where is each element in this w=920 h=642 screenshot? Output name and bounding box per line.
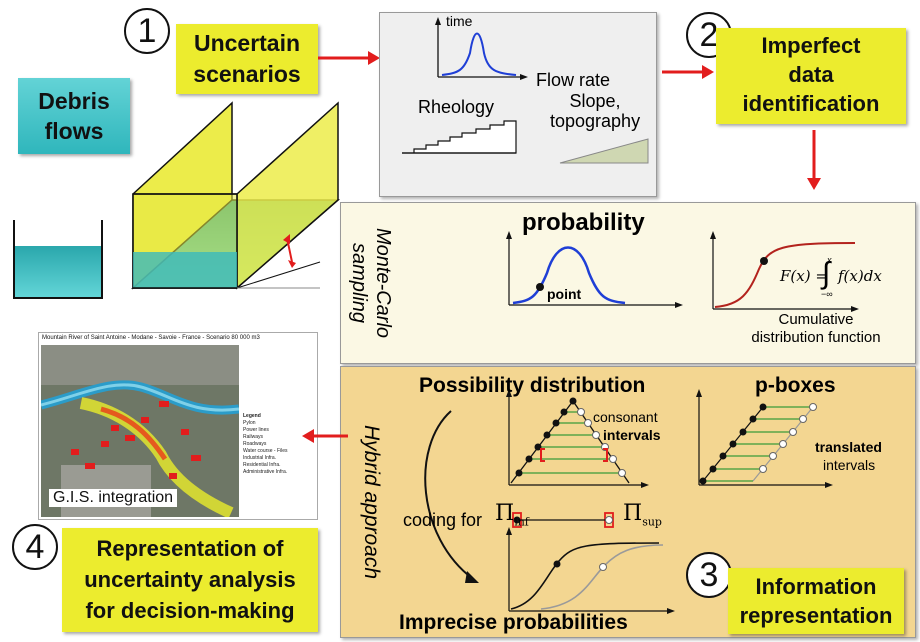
- debris-line2: flows: [44, 118, 104, 144]
- intervals-label: intervals: [603, 427, 661, 443]
- slope-line2: topography: [550, 111, 641, 131]
- imprecise-probabilities-title: Imprecise probabilities: [399, 611, 628, 634]
- pboxes-title: p-boxes: [755, 374, 836, 397]
- slope-label: Slope, topography: [550, 91, 640, 131]
- svg-text:∫: ∫: [820, 257, 832, 290]
- step-1-circle: 1: [124, 8, 170, 54]
- scenario-panel: time Flow rate Rheology Slope, topograph…: [379, 12, 657, 197]
- arrow-to-imperfect: [662, 65, 714, 79]
- representation-label: Representation of uncertainty analysis f…: [62, 528, 318, 632]
- time-label: time: [446, 13, 473, 29]
- consonant-label: consonant: [593, 409, 658, 425]
- pi-sup-sub: sup: [642, 515, 662, 529]
- slope-line1: Slope,: [569, 91, 621, 111]
- uncertain-scenarios-label: Uncertain scenarios: [176, 24, 318, 94]
- possibility-title: Possibility distribution: [419, 374, 646, 397]
- monte-carlo-panel: Monte-Carlo sampling ∫ x −∞ probability …: [340, 202, 916, 364]
- uncertain-scenarios-line1: Uncertain: [193, 30, 301, 56]
- gis-legend-item: Railways: [243, 434, 264, 440]
- gis-legend-item: Residential Infra.: [243, 462, 281, 468]
- gis-legend: Legend Pylon Power lines Railways Roadwa…: [243, 413, 315, 476]
- gis-legend-item: Power lines: [243, 427, 269, 433]
- gis-legend-item: Administrative Infra.: [243, 469, 288, 475]
- probability-title: probability: [522, 209, 645, 236]
- cdf-caption-line1: Cumulative: [778, 311, 854, 328]
- cdf-caption: Cumulative distribution function: [721, 311, 911, 347]
- imperfect-line2: data: [788, 62, 834, 87]
- information-line1: Information: [755, 574, 877, 599]
- gis-legend-item: Water course - Files: [243, 448, 288, 454]
- gis-aerial-image: [41, 345, 239, 517]
- gis-legend-item: Industrial Infra.: [243, 455, 277, 461]
- pi-sup-symbol: Π: [623, 501, 643, 526]
- flow-rate-label: Flow rate: [536, 70, 611, 90]
- uncertain-scenarios-line2: scenarios: [193, 61, 301, 87]
- cdf-caption-line2: distribution function: [751, 329, 881, 346]
- hybrid-graphs: [424, 389, 833, 614]
- arrow-to-gis: [302, 429, 348, 443]
- gis-caption: G.I.S. integration: [49, 489, 178, 507]
- gis-map: Mountain River of Saint Antoine - Modane…: [38, 332, 318, 520]
- gis-legend-item: Roadways: [243, 441, 267, 447]
- arrow-to-monte-carlo: [807, 130, 821, 190]
- monte-carlo-graphs: ∫ x −∞: [506, 231, 859, 312]
- pi-sup-label: Πsup: [623, 501, 662, 528]
- pi-inf-sub: inf: [514, 515, 529, 529]
- gis-legend-item: Pylon: [243, 420, 256, 426]
- formula-rhs: f(x)dx: [838, 267, 882, 285]
- step-4-circle: 4: [12, 524, 58, 570]
- imperfect-line1: Imperfect: [761, 33, 861, 58]
- imperfect-data-label: Imperfect data identification: [716, 28, 906, 124]
- representation-line3: for decision-making: [85, 598, 295, 623]
- gis-legend-title: Legend: [243, 413, 261, 419]
- gis-map-title: Mountain River of Saint Antoine - Modane…: [42, 335, 260, 341]
- channel-illustration: [13, 101, 341, 299]
- pi-inf-label: Πinf: [495, 501, 529, 528]
- svg-text:−∞: −∞: [821, 289, 833, 299]
- information-line2: representation: [739, 603, 893, 628]
- debris-flows-label: Debris flows: [18, 78, 130, 154]
- debris-line1: Debris: [38, 88, 110, 114]
- pi-inf-symbol: Π: [495, 501, 515, 526]
- translated-label: translated: [815, 439, 882, 455]
- svg-text:x: x: [826, 255, 832, 265]
- step-3-circle: 3: [686, 552, 732, 598]
- arrow-to-scenarios: [318, 51, 380, 65]
- point-label: point: [547, 286, 582, 302]
- formula-lhs: F(x) =: [780, 267, 828, 285]
- rheology-label: Rheology: [418, 97, 495, 117]
- representation-line2: uncertainty analysis: [84, 567, 296, 592]
- imperfect-line3: identification: [742, 91, 880, 116]
- information-representation-label: Information representation: [728, 568, 904, 634]
- scenario-graphs: [402, 17, 649, 164]
- translated-intervals-label: intervals: [823, 457, 876, 473]
- representation-line1: Representation of: [96, 536, 284, 561]
- coding-for-label: coding for: [403, 510, 483, 530]
